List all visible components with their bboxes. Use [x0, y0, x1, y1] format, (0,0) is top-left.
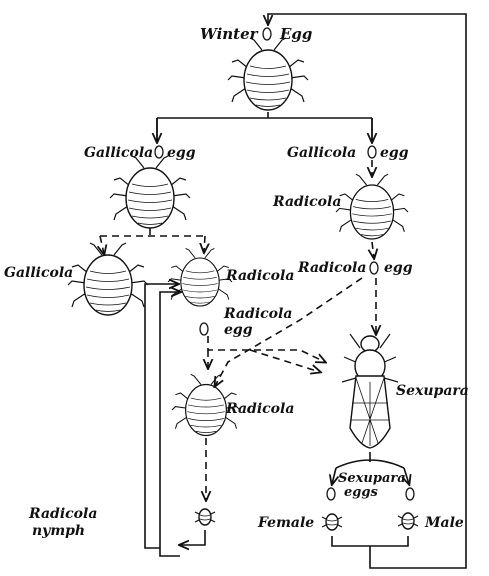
winter-stem-mother-aphid-icon	[227, 37, 309, 111]
sexupara-split	[335, 452, 405, 469]
arrow-to-sexupara-egg-left	[332, 467, 336, 484]
label-gallicola-egg-right: Gallicola	[287, 145, 356, 161]
label-sexupara-eggs-suffix: eggs	[344, 485, 378, 500]
label-female: Female	[257, 515, 314, 531]
gallicola-bottom-left-aphid-icon	[67, 242, 149, 316]
dash-to-radicola-mid	[204, 235, 205, 252]
arrow-to-sexupara-egg-right	[404, 467, 409, 484]
label-radicola-right: Radicola	[272, 194, 341, 210]
label-radicola-egg-right: Radicola	[297, 260, 366, 276]
dash-mid-egg-to-sexupara	[207, 336, 325, 362]
label-radicola-lower: Radicola	[225, 401, 294, 417]
winter-split-connector	[156, 112, 373, 140]
label-sexupara: Sexupara	[396, 383, 469, 399]
radicola-egg-mid-icon	[199, 322, 209, 336]
label-radicola-egg-mid: Radicola	[223, 306, 292, 322]
label-winter: Winter	[200, 25, 259, 43]
radicola-mid-aphid-icon	[167, 247, 233, 307]
dash-to-sexupara-2	[249, 349, 320, 372]
label-gallicola-egg-left-suffix: egg	[167, 145, 196, 161]
radicola-nymph-icon	[194, 508, 216, 526]
label-radicola-nymph: Radicola	[28, 506, 97, 522]
gallicola-egg-left-icon	[154, 145, 164, 159]
label-radicola-egg-mid-suffix: egg	[224, 322, 253, 338]
radicola-egg-right-icon	[369, 261, 379, 275]
gallicola-left-aphid-icon	[109, 155, 191, 229]
label-egg-top: Egg	[279, 25, 312, 43]
winged-sexupara-icon	[341, 333, 399, 449]
female-male-connector	[331, 536, 409, 556]
return-loop-arrow	[268, 13, 467, 569]
dash-radicola-to-egg	[372, 241, 374, 258]
female-sexual-icon	[321, 513, 343, 531]
label-sexupara-eggs: Sexupara	[338, 471, 406, 486]
label-gallicola-egg-right-suffix: egg	[380, 145, 409, 161]
sexupara-egg-right-icon	[405, 487, 415, 501]
gallicola-egg-right-icon	[367, 145, 377, 159]
label-gallicola-egg-left: Gallicola	[84, 145, 153, 161]
dash-gallicola-split	[100, 228, 205, 237]
label-gallicola-left: Gallicola	[4, 265, 73, 281]
radicola-right-aphid-icon	[335, 173, 409, 240]
label-radicola-nymph-suffix: nymph	[32, 523, 85, 539]
dash-to-gallicola-bottom	[100, 235, 104, 254]
nymph-return-arrow	[180, 530, 206, 545]
dash-radicola-egg-to-lower-radicola	[215, 277, 363, 386]
nymph-to-radicola-loop-inner	[159, 292, 180, 557]
sexupara-egg-left-icon	[326, 487, 336, 501]
label-male: Male	[424, 515, 464, 531]
label-radicola-mid: Radicola	[225, 268, 294, 284]
label-radicola-egg-right-suffix: egg	[384, 260, 413, 276]
nymph-to-radicola-loop-outer	[144, 284, 178, 549]
male-sexual-icon	[397, 512, 419, 530]
winter-egg-icon	[262, 27, 272, 41]
